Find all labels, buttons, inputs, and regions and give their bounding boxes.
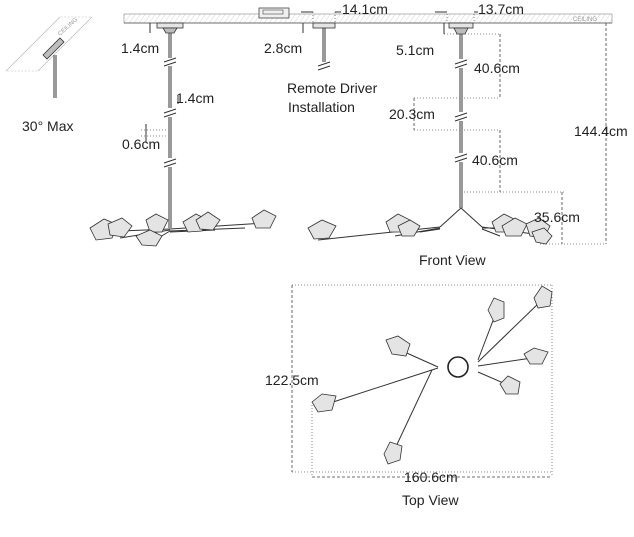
front-dim-rod1: 40.6cm (474, 60, 520, 76)
front-shade-1 (307, 219, 337, 240)
sloped-ceiling-detail: CEILING 30° Max (5, 16, 93, 134)
side-view-fixture: 1.4cm 1.4cm 0.6cm (89, 22, 277, 247)
top-canopy (447, 356, 469, 378)
front-dim-rod2: 40.6cm (472, 152, 518, 168)
driver-caption-line2: Installation (288, 99, 355, 115)
ceiling: CEILING (123, 13, 613, 24)
front-dim-body: 35.6cm (534, 209, 580, 225)
front-dim-canopy: 13.7cm (478, 1, 524, 17)
side-dim-gap: 0.6cm (122, 136, 160, 152)
top-dim-width: 160.6cm (404, 469, 458, 485)
remote-driver-detail: 14.1cm 2.8cm Remote Driver Installation (258, 1, 388, 115)
side-canopy (156, 22, 184, 29)
driver-dim-height: 2.8cm (264, 40, 302, 56)
top-view-caption: Top View (402, 492, 459, 508)
front-dim-mid: 20.3cm (389, 106, 435, 122)
driver-dim-width: 14.1cm (342, 1, 388, 17)
remote-driver-box (258, 7, 290, 19)
tilted-canopy (42, 37, 65, 60)
driver-canopy (312, 22, 336, 29)
sloped-ceiling-label: CEILING (57, 17, 79, 38)
side-dim-mid: 1.4cm (176, 90, 214, 106)
ceiling-label: CEILING (573, 17, 597, 23)
driver-caption-line1: Remote Driver (287, 80, 378, 96)
front-view-fixture: 13.7cm 5.1cm 40.6cm 20.3cm 40.6cm 35.6cm… (307, 1, 628, 268)
side-dim-top: 1.4cm (121, 40, 159, 56)
front-view-caption: Front View (419, 252, 487, 268)
front-canopy (448, 22, 474, 29)
tilt-label: 30° Max (22, 118, 74, 134)
top-dim-depth: 122.5cm (265, 372, 319, 388)
front-dim-total: 144.4cm (574, 123, 628, 139)
top-view-fixture: 122.5cm 160.6cm Top View (265, 284, 553, 508)
top-shade-1 (385, 335, 411, 357)
front-dim-top: 5.1cm (396, 42, 434, 58)
